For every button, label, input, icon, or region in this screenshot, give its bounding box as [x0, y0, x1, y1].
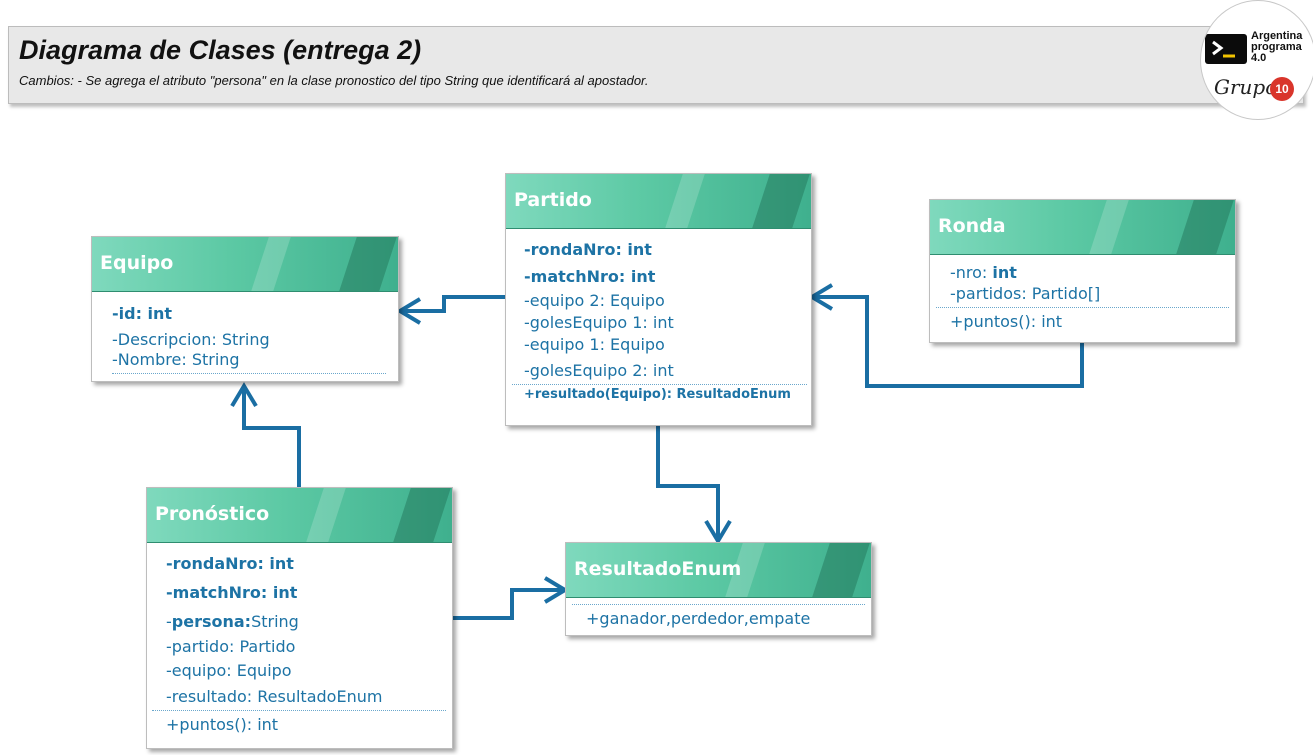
diagram-header: Diagrama de Clases (entrega 2) Cambios: … — [8, 26, 1304, 104]
class-partido: Partido -rondaNro: int -matchNro: int -e… — [505, 173, 812, 426]
grupo-number-badge: 10 — [1270, 77, 1294, 101]
attr-matchnro: -matchNro: int — [166, 583, 298, 602]
arrow-partido-to-equipo — [400, 295, 505, 313]
attr-equipo1: -equipo 1: Equipo — [524, 335, 665, 354]
terminal-icon — [1205, 34, 1247, 64]
attr-partido: -partido: Partido — [166, 637, 296, 656]
arrowhead-equipo-up — [230, 382, 258, 408]
method-separator — [936, 307, 1229, 308]
class-pronostico: Pronóstico -rondaNro: int -matchNro: int… — [146, 487, 453, 749]
class-name: Equipo — [100, 252, 174, 274]
method-puntos: +puntos(): int — [950, 312, 1063, 331]
logo-line-1: Argentina — [1251, 30, 1303, 42]
attr-golesequipo2: -golesEquipo 2: int — [524, 361, 674, 380]
class-name: Partido — [514, 189, 592, 211]
class-resultadoenum: ResultadoEnum +ganador,perdedor,empate — [565, 542, 872, 636]
logo-line-3: 4.0 — [1251, 52, 1267, 64]
attr-nombre: -Nombre: String — [112, 350, 240, 369]
arrow-pronostico-to-resultado — [453, 588, 565, 620]
attr-id: -id: int — [112, 304, 173, 323]
class-header: Partido — [506, 174, 811, 229]
grupo-label: Grupo — [1214, 75, 1278, 99]
diagram-title: Diagrama de Clases (entrega 2) — [19, 35, 422, 65]
arrow-ronda-to-partido — [812, 295, 1084, 388]
method-separator — [112, 373, 386, 374]
arrowhead-equipo-right — [396, 297, 422, 325]
logo-text: Argentina programa 4.0 — [1251, 31, 1302, 64]
attr-descripcion: -Descripcion: String — [112, 330, 270, 349]
class-header: Pronóstico — [147, 488, 452, 543]
attr-matchnro: -matchNro: int — [524, 267, 656, 286]
class-header: Equipo — [92, 237, 398, 292]
class-name: Ronda — [938, 215, 1006, 237]
method-puntos: +puntos(): int — [166, 715, 279, 734]
attr-partidos: -partidos: Partido[] — [950, 284, 1101, 303]
attr-equipo2: -equipo 2: Equipo — [524, 291, 665, 310]
class-header: Ronda — [930, 200, 1235, 255]
method-resultado: +resultado(Equipo): ResultadoEnum — [524, 387, 791, 402]
attr-equipo: -equipo: Equipo — [166, 661, 292, 680]
logo-line-2: programa — [1251, 41, 1302, 53]
attr-rondanro: -rondaNro: int — [524, 240, 652, 259]
arrow-pronostico-to-equipo — [242, 386, 301, 488]
attr-nro: -nro: int — [950, 263, 1017, 282]
method-separator — [512, 384, 807, 385]
attr-resultado: -resultado: ResultadoEnum — [166, 687, 383, 706]
attr-golesequipo1: -golesEquipo 1: int — [524, 313, 674, 332]
argentina-programa-logo: Argentina programa 4.0 Grupo 10 — [1200, 0, 1313, 120]
diagram-subtitle: Cambios: - Se agrega el atributo "person… — [19, 73, 649, 88]
class-name: Pronóstico — [155, 503, 270, 525]
arrowhead-partido-right — [808, 283, 834, 311]
class-equipo: Equipo -id: int -Descripcion: String -No… — [91, 236, 399, 382]
arrow-partido-to-resultado — [656, 425, 720, 541]
arrowhead-resultado-down — [704, 519, 732, 545]
method-separator — [152, 710, 446, 711]
class-header: ResultadoEnum — [566, 543, 871, 598]
attr-persona: -persona:String — [166, 612, 299, 631]
class-ronda: Ronda -nro: int -partidos: Partido[] +pu… — [929, 199, 1236, 343]
enum-values: +ganador,perdedor,empate — [586, 609, 811, 628]
attr-rondanro: -rondaNro: int — [166, 554, 294, 573]
class-name: ResultadoEnum — [574, 558, 742, 580]
values-separator — [572, 604, 865, 605]
